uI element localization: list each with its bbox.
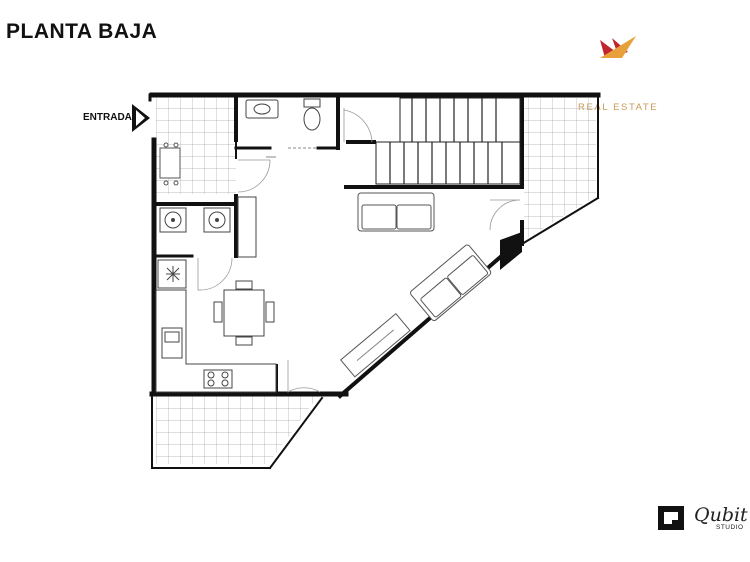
cooktop: [203, 369, 233, 389]
kitchen-sink: [161, 327, 183, 359]
sink: [245, 99, 279, 119]
brand-logo: [600, 36, 636, 58]
kitchen-counter: [155, 289, 277, 393]
tv-unit: [340, 312, 411, 378]
bathroom-fixtures: [245, 98, 321, 158]
laundry-appliances: [159, 207, 231, 233]
plan-title: PLANTA BAJA: [6, 20, 158, 43]
studio-subtitle: STUDIO: [716, 524, 744, 531]
terrace-right-tiles: [524, 98, 596, 240]
entrance-arrow-icon: [132, 104, 150, 132]
hall-cabinet: [237, 196, 257, 258]
fridge: [157, 259, 187, 289]
sofa-diagonal: [410, 244, 492, 322]
entrance-label: ENTRADA: [83, 112, 132, 123]
sofa-top: [357, 192, 435, 232]
walls: [148, 92, 601, 470]
real-estate-tagline: REAL ESTATE: [578, 102, 659, 113]
terrace-bottom-tiles: [156, 396, 318, 464]
studio-logo-icon: [658, 506, 684, 530]
staircase: [346, 97, 521, 185]
entry-chair: [159, 142, 181, 186]
door-swings: [197, 108, 521, 393]
dining-table: [213, 280, 275, 346]
studio-name: Qubit: [694, 504, 748, 526]
toilet-tank: [303, 98, 321, 108]
toilet-bowl: [303, 107, 321, 131]
structural-column: [500, 232, 522, 270]
tiled-floors: [156, 98, 596, 464]
